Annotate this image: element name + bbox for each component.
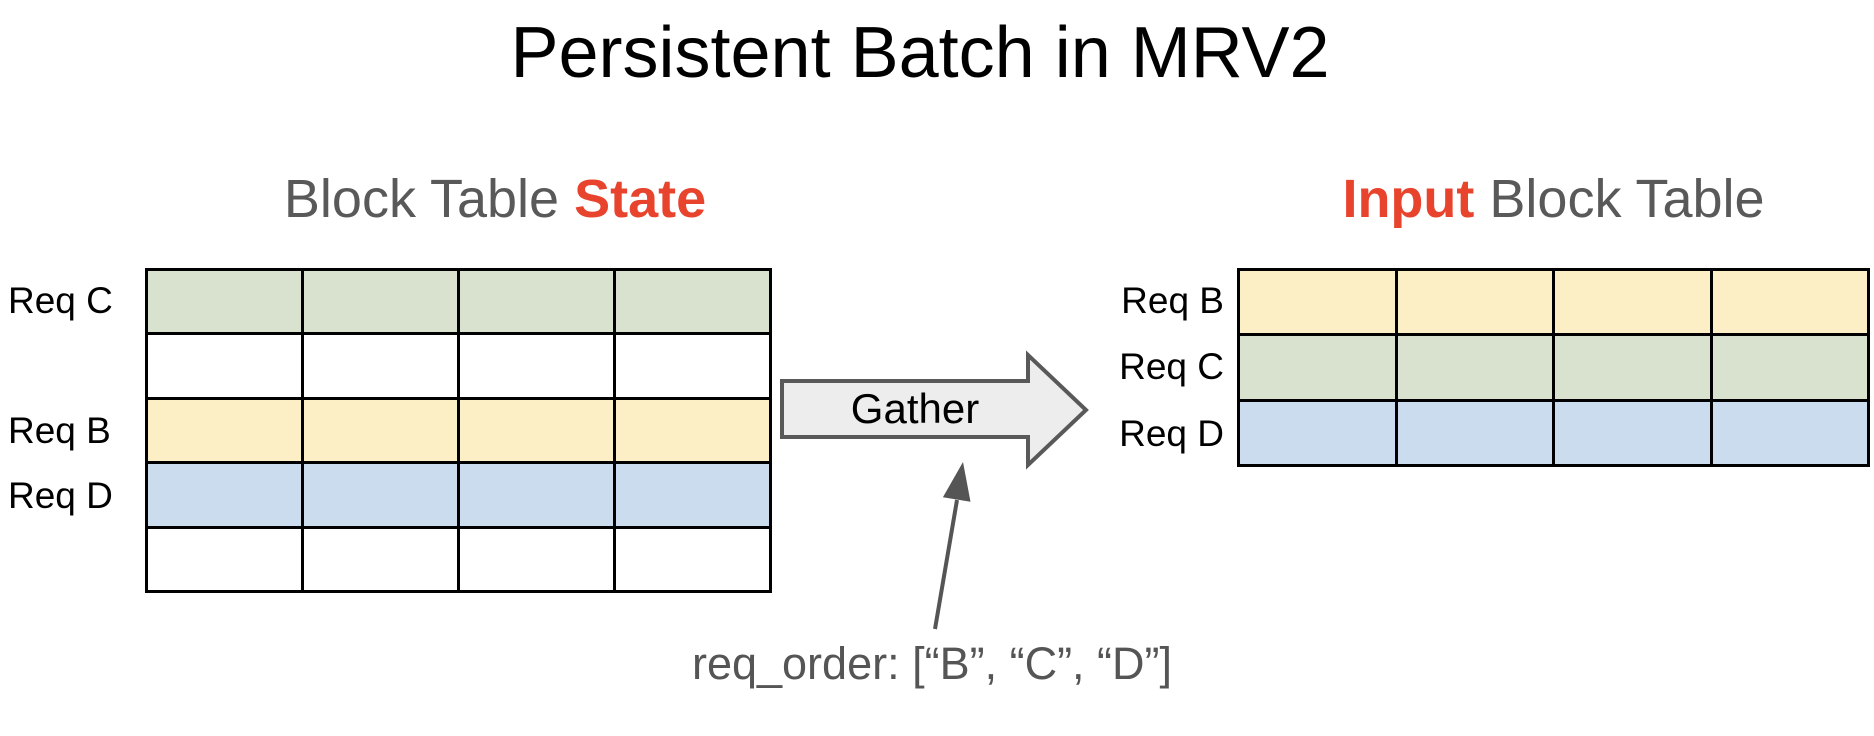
- gather-arrow-label: Gather: [850, 385, 980, 432]
- annotation-pointer-line: [933, 499, 959, 630]
- row-label: Req D: [8, 474, 113, 516]
- block-cell: [460, 271, 613, 333]
- page-title: Persistent Batch in MRV2: [510, 13, 1330, 93]
- block-cell: [616, 464, 769, 526]
- block-cell: [616, 399, 769, 462]
- input-heading-highlight: Input: [1342, 169, 1475, 229]
- block-cell: [460, 464, 613, 526]
- row-label: Req B: [1121, 280, 1224, 322]
- row-label: Req D: [1119, 412, 1224, 454]
- block-cell: [616, 271, 769, 333]
- block-cell: [616, 335, 769, 397]
- block-cell: [304, 464, 457, 526]
- state-block-table: [145, 268, 772, 593]
- block-cell: [1240, 271, 1395, 334]
- block-cell: [304, 528, 457, 590]
- row-label: Req C: [8, 279, 113, 321]
- block-cell: [1555, 271, 1710, 334]
- state-table-row-labels: Req C Req B Req D: [4, 268, 140, 593]
- block-cell: [1555, 401, 1710, 464]
- block-cell: [1712, 401, 1867, 464]
- input-table-row-labels: Req B Req C Req D: [1072, 268, 1224, 467]
- block-cell: [148, 399, 301, 462]
- block-cell: [1712, 336, 1867, 399]
- state-heading-prefix: Block Table: [283, 169, 575, 229]
- block-cell: [1397, 401, 1552, 464]
- block-cell: [1555, 336, 1710, 399]
- row-label: Req B: [8, 409, 111, 451]
- state-table-heading: Block Table State: [150, 168, 840, 230]
- row-label: [4, 333, 140, 398]
- block-cell: [1240, 336, 1395, 399]
- state-heading-highlight: State: [574, 169, 707, 229]
- block-cell: [460, 528, 613, 590]
- row-label: Req C: [1119, 346, 1224, 388]
- block-cell: [148, 464, 301, 526]
- block-cell: [616, 528, 769, 590]
- block-cell: [148, 271, 301, 333]
- block-cell: [1397, 336, 1552, 399]
- block-cell: [460, 399, 613, 462]
- block-cell: [304, 335, 457, 397]
- block-cell: [304, 271, 457, 333]
- block-cell: [1712, 271, 1867, 334]
- block-cell: [148, 335, 301, 397]
- input-heading-suffix: Block Table: [1474, 169, 1765, 229]
- row-label: [4, 528, 140, 593]
- block-cell: [148, 528, 301, 590]
- block-cell: [1397, 271, 1552, 334]
- req-order-annotation: req_order: [“B”, “C”, “D”]: [691, 638, 1173, 689]
- input-block-table: [1237, 268, 1870, 467]
- block-cell: [1240, 401, 1395, 464]
- input-table-heading: Input Block Table: [1237, 168, 1870, 230]
- annotation-pointer-arrow-icon: [942, 462, 971, 502]
- block-cell: [460, 335, 613, 397]
- block-cell: [304, 399, 457, 462]
